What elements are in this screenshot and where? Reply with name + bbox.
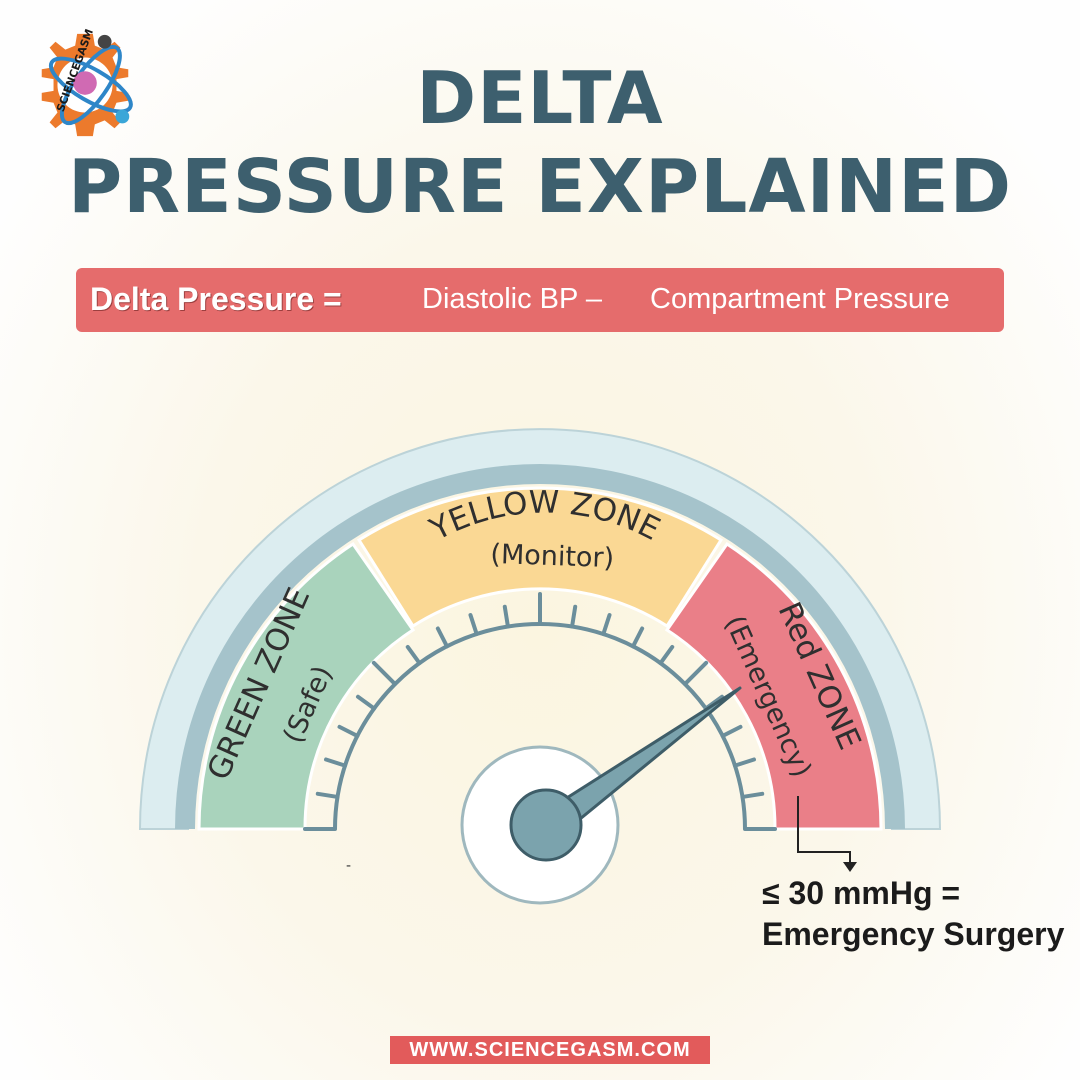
formula-banner: Delta Pressure = Diastolic BP – Compartm… bbox=[76, 268, 1004, 332]
brain-icon bbox=[73, 71, 97, 95]
green-zone bbox=[197, 541, 416, 831]
dial-tick bbox=[468, 613, 479, 637]
website-url[interactable]: WWW.SCIENCEGASM.COM bbox=[390, 1036, 710, 1064]
page-title-line2: PRESSURE EXPLAINED bbox=[67, 144, 1013, 230]
dial-tick bbox=[337, 724, 360, 738]
dial-tick bbox=[732, 757, 756, 768]
dial-tick bbox=[315, 791, 340, 799]
dial-tick bbox=[355, 694, 377, 711]
dial-tick bbox=[405, 644, 422, 666]
emergency-action: Emergency Surgery bbox=[762, 916, 1065, 952]
yellow-zone bbox=[356, 486, 724, 629]
emergency-threshold: ≤ 30 mmHg = bbox=[762, 875, 960, 911]
stray-mark: - bbox=[346, 858, 351, 874]
dial-tick bbox=[740, 791, 765, 799]
dial-tick bbox=[601, 613, 612, 637]
dial-tick bbox=[720, 724, 743, 738]
arrow-down-icon bbox=[797, 796, 851, 864]
dial-tick bbox=[658, 644, 675, 666]
dial-tick bbox=[371, 660, 398, 687]
sciencegasm-logo: SCIENCEGASM bbox=[41, 27, 133, 137]
dial-tick bbox=[435, 626, 449, 649]
formula-diastolic: Diastolic BP – bbox=[422, 283, 602, 315]
dial-tick bbox=[631, 626, 645, 649]
page-title-line1: DELTA bbox=[416, 56, 664, 140]
dial-tick bbox=[570, 604, 578, 629]
dial-tick bbox=[324, 757, 348, 768]
dial-tick bbox=[502, 604, 510, 629]
formula-term: Delta Pressure = bbox=[90, 281, 342, 317]
formula-compartment: Compartment Pressure bbox=[650, 283, 950, 315]
red-zone bbox=[664, 541, 883, 831]
yellow-zone-subtitle: (Monitor) bbox=[490, 539, 615, 574]
dial-ticks bbox=[303, 592, 777, 831]
dial-tick bbox=[682, 660, 709, 687]
gauge-hub-cap bbox=[509, 788, 583, 862]
